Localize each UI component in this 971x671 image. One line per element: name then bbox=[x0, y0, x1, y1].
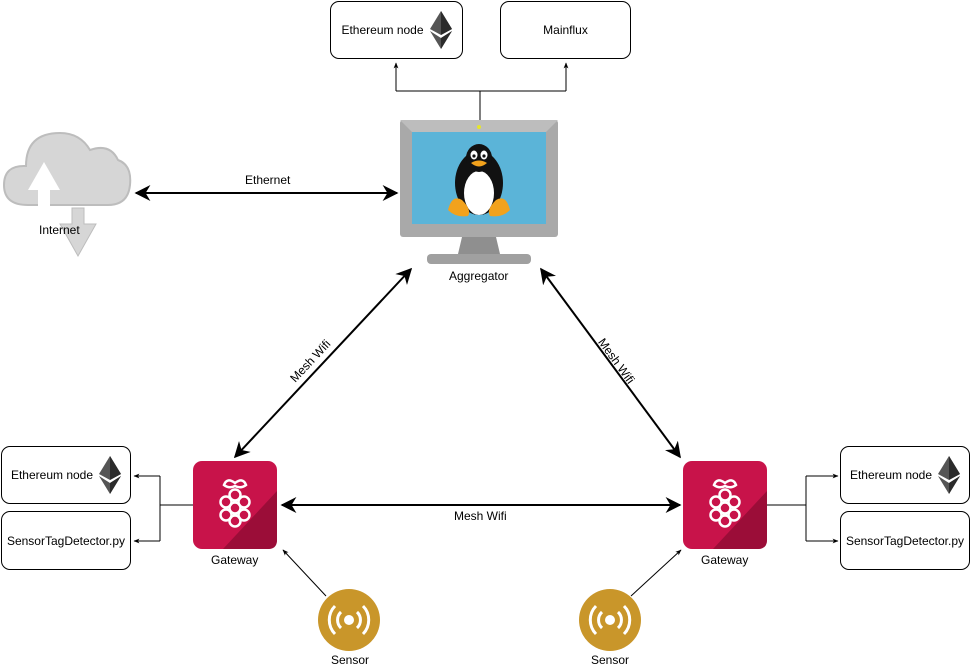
left-sensortag-detector-label: SensorTagDetector.py bbox=[6, 533, 126, 548]
mesh-link-bottom-label: Mesh Wifi bbox=[454, 509, 507, 523]
mainflux-label: Mainflux bbox=[543, 23, 588, 37]
left-sensor-icon bbox=[316, 587, 382, 653]
right-ethereum-node-label: Ethereum node bbox=[849, 468, 933, 482]
aggregator-monitor-icon bbox=[400, 120, 558, 264]
left-gateway-label: Gateway bbox=[211, 553, 259, 567]
ethereum-logo-icon bbox=[429, 11, 452, 49]
right-gateway-label: Gateway bbox=[701, 553, 749, 567]
mainflux-box: Mainflux bbox=[500, 1, 631, 59]
right-sensortag-detector-box: SensorTagDetector.py bbox=[840, 511, 970, 570]
aggregator-ethereum-node-box: Ethereum node bbox=[330, 1, 463, 59]
ethereum-logo-icon bbox=[99, 456, 122, 494]
right-sensor-icon bbox=[577, 587, 643, 653]
ethernet-link-label: Ethernet bbox=[245, 173, 291, 187]
left-gateway-raspberry-pi-icon bbox=[191, 459, 279, 551]
left-ethereum-node-label: Ethereum node bbox=[10, 468, 94, 482]
ethereum-logo-icon bbox=[938, 456, 961, 494]
left-ethereum-node-box: Ethereum node bbox=[1, 446, 131, 504]
aggregator-ethereum-node-label: Ethereum node bbox=[341, 23, 424, 37]
right-gateway-connectors bbox=[767, 473, 839, 544]
left-sensortag-detector-box: SensorTagDetector.py bbox=[1, 511, 131, 570]
right-sensortag-detector-label: SensorTagDetector.py bbox=[845, 533, 965, 548]
left-sensor-link bbox=[282, 549, 327, 597]
left-sensor-label: Sensor bbox=[331, 653, 370, 667]
right-sensor-link bbox=[630, 549, 682, 597]
right-gateway-raspberry-pi-icon bbox=[681, 459, 769, 551]
internet-cloud-icon bbox=[2, 131, 132, 258]
mesh-link-right bbox=[540, 267, 681, 459]
internet-label: Internet bbox=[39, 223, 80, 237]
aggregator-label: Aggregator bbox=[449, 269, 509, 283]
aggregator-top-connectors bbox=[393, 62, 569, 120]
mesh-link-left bbox=[233, 267, 413, 459]
right-ethereum-node-box: Ethereum node bbox=[840, 446, 970, 504]
left-gateway-connectors bbox=[133, 473, 193, 544]
linux-penguin-icon bbox=[448, 144, 510, 217]
right-sensor-label: Sensor bbox=[591, 653, 630, 667]
